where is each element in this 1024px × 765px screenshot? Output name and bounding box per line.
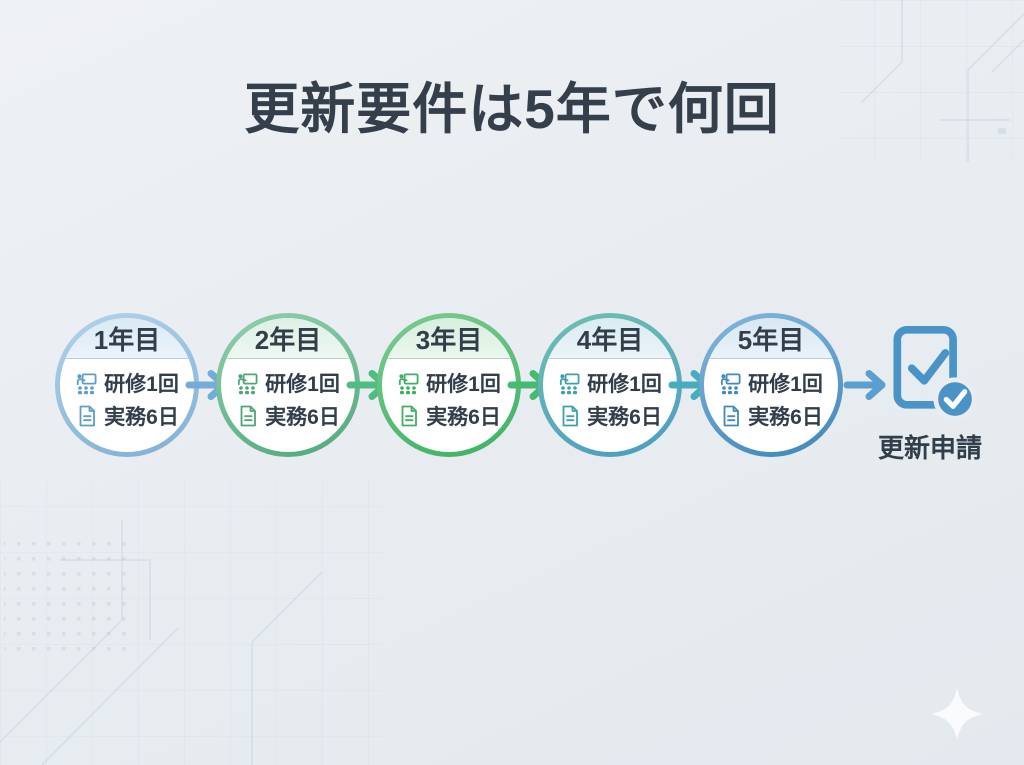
document-icon (236, 404, 260, 428)
year-3-header: 3年目 (382, 318, 516, 359)
practice-label: 実務6日 (426, 406, 501, 429)
practice-requirement: 実務6日 (719, 401, 823, 431)
year-4-header: 4年目 (543, 318, 677, 359)
document-icon (75, 404, 99, 428)
training-icon (719, 371, 743, 395)
year-5-label: 5年目 (737, 324, 805, 355)
dot-pattern-bottom-left (4, 540, 126, 652)
renewal-application: 更新申請 (876, 325, 984, 465)
training-icon (558, 371, 582, 395)
training-requirement: 研修1回 (558, 368, 662, 398)
year-3-label: 3年目 (415, 324, 483, 355)
training-icon (75, 371, 99, 395)
year-4-label: 4年目 (576, 324, 644, 355)
year-5-header: 5年目 (704, 318, 838, 359)
practice-requirement: 実務6日 (236, 401, 340, 431)
practice-label: 実務6日 (587, 406, 662, 429)
training-label: 研修1回 (748, 373, 823, 396)
year-circle-5: 5年目 研修1回 実務6日 (699, 313, 843, 457)
year-circle-3: 3年目 研修1回 実務6日 (377, 313, 521, 457)
document-icon (397, 404, 421, 428)
year-1-label: 1年目 (93, 324, 161, 355)
training-requirement: 研修1回 (236, 368, 340, 398)
year-circle-1: 1年目 研修1回 実務6日 (55, 313, 199, 457)
training-requirement: 研修1回 (397, 368, 501, 398)
year-1-header: 1年目 (60, 318, 194, 359)
year-circle-2-inner: 2年目 研修1回 実務6日 (221, 318, 355, 452)
year-circle-1-inner: 1年目 研修1回 実務6日 (60, 318, 194, 452)
practice-requirement: 実務6日 (75, 401, 179, 431)
page-title: 更新要件は5年で何回 (244, 78, 780, 140)
renewal-label: 更新申請 (877, 433, 982, 463)
practice-requirement: 実務6日 (558, 401, 662, 431)
year-circle-5-inner: 5年目 研修1回 実務6日 (704, 318, 838, 452)
training-label: 研修1回 (426, 373, 501, 396)
document-icon (719, 404, 743, 428)
practice-requirement: 実務6日 (397, 401, 501, 431)
document-icon (558, 404, 582, 428)
year-circle-4-inner: 4年目 研修1回 実務6日 (543, 318, 677, 452)
practice-label: 実務6日 (265, 406, 340, 429)
year-circle-2: 2年目 研修1回 実務6日 (216, 313, 360, 457)
document-check-icon (893, 325, 977, 421)
year-circle-4: 4年目 研修1回 実務6日 (538, 313, 682, 457)
practice-label: 実務6日 (104, 406, 179, 429)
training-label: 研修1回 (587, 373, 662, 396)
training-icon (397, 371, 421, 395)
year-circle-3-inner: 3年目 研修1回 実務6日 (382, 318, 516, 452)
training-icon (236, 371, 260, 395)
year-2-header: 2年目 (221, 318, 355, 359)
training-requirement: 研修1回 (75, 368, 179, 398)
training-label: 研修1回 (104, 373, 179, 396)
year-2-label: 2年目 (254, 324, 322, 355)
practice-label: 実務6日 (748, 406, 823, 429)
timeline-flow: 1年目 研修1回 実務6日 2年目 (0, 313, 1024, 483)
grid-pattern-bottom-left (0, 478, 382, 765)
sparkle-icon (931, 688, 983, 740)
training-requirement: 研修1回 (719, 368, 823, 398)
training-label: 研修1回 (265, 373, 340, 396)
